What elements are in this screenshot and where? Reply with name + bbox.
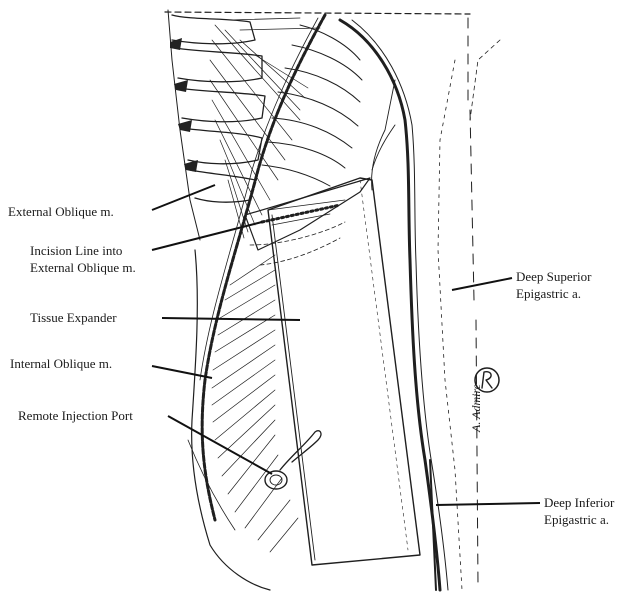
label-deep-superior-1: Deep Superior: [516, 268, 591, 285]
lateral-wall: [188, 250, 270, 590]
label-injection-port: Remote Injection Port: [18, 407, 133, 424]
label-deep-superior-2: Epigastric a.: [516, 285, 581, 302]
internal-oblique-fibers: [212, 255, 298, 552]
label-incision-line-2: External Oblique m.: [30, 259, 136, 276]
tissue-expander-shape: [268, 178, 420, 565]
label-external-oblique: External Oblique m.: [8, 203, 114, 220]
frame-edges: [165, 12, 500, 590]
rib-cage: [168, 10, 265, 240]
deep-epigastric-vessel: [372, 80, 436, 590]
injection-port-shape: [265, 431, 321, 489]
label-incision-line-1: Incision Line into: [30, 242, 122, 259]
label-tissue-expander: Tissue Expander: [30, 309, 117, 326]
upper-muscle-fibers: [230, 18, 362, 186]
external-oblique-fibers: [210, 25, 308, 238]
label-deep-inferior-1: Deep Inferior: [544, 494, 614, 511]
label-internal-oblique: Internal Oblique m.: [10, 355, 112, 372]
artist-signature: A. Admire: [468, 384, 485, 432]
label-deep-inferior-2: Epigastric a.: [544, 511, 609, 528]
